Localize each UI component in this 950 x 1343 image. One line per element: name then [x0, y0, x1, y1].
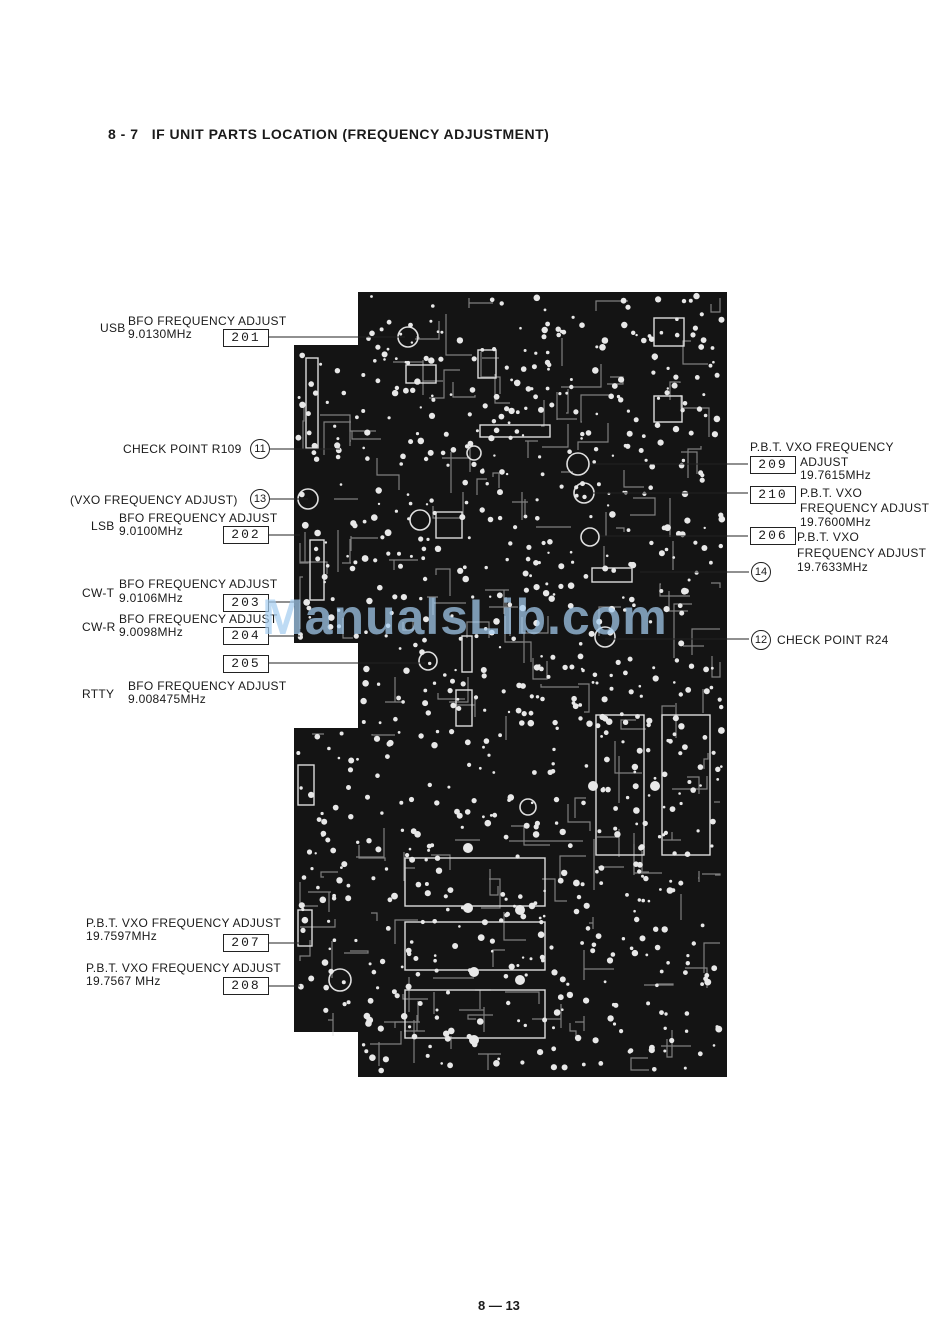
adjust-box-201: 201: [223, 329, 269, 347]
pbt-210-label: P.B.T. VXO: [800, 486, 863, 500]
adjust-box-202: 202: [223, 526, 269, 544]
check-point-r24-label: CHECK POINT R24: [777, 633, 889, 647]
marker-14: 14: [751, 562, 771, 582]
adjust-box-209: 209: [750, 456, 796, 474]
pbt-206-label: P.B.T. VXO: [797, 530, 860, 544]
pbt-208-label: P.B.T. VXO FREQUENCY ADJUST: [86, 961, 282, 975]
pbt-207-freq: 19.7597MHz: [86, 929, 158, 943]
lsb-mode-label: LSB: [91, 519, 115, 533]
cwr-bfo-freq: 9.0098MHz: [119, 625, 184, 639]
lsb-bfo-freq: 9.0100MHz: [119, 524, 184, 538]
lsb-bfo-label: BFO FREQUENCY ADJUST: [119, 511, 278, 525]
pbt-210-freq: 19.7600MHz: [800, 515, 872, 529]
section-title: IF UNIT PARTS LOCATION (FREQUENCY ADJUST…: [151, 126, 550, 142]
pbt-208-freq: 19.7567 MHz: [86, 974, 161, 988]
usb-bfo-label: BFO FREQUENCY ADJUST: [128, 314, 287, 328]
cwr-bfo-label: BFO FREQUENCY ADJUST: [119, 612, 278, 626]
pbt-206-label-2: FREQUENCY ADJUST: [797, 546, 927, 560]
section-heading: 8 - 7 IF UNIT PARTS LOCATION (FREQUENCY …: [108, 126, 549, 142]
check-point-12-marker: 12: [751, 630, 771, 650]
usb-mode-label: USB: [100, 321, 126, 335]
adjust-box-210: 210: [750, 486, 796, 504]
vxo-13-marker: 13: [250, 489, 270, 509]
usb-bfo-freq: 9.0130MHz: [128, 327, 193, 341]
pbt-209-label: ADJUST: [800, 455, 849, 469]
pcb-outline: [294, 292, 727, 1077]
vxo-frequency-adjust-label: (VXO FREQUENCY ADJUST): [70, 493, 238, 507]
adjust-box-205: 205: [223, 655, 269, 673]
pbt-207-label: P.B.T. VXO FREQUENCY ADJUST: [86, 916, 282, 930]
rtty-bfo-label: BFO FREQUENCY ADJUST: [128, 679, 287, 693]
rtty-bfo-freq: 9.008475MHz: [128, 692, 207, 706]
adjust-box-206: 206: [750, 527, 796, 545]
pbt-210-label-2: FREQUENCY ADJUST: [800, 501, 930, 515]
pbt-209-label-top: P.B.T. VXO FREQUENCY: [750, 440, 894, 454]
section-number: 8 - 7: [108, 126, 139, 142]
adjust-box-208: 208: [223, 977, 269, 995]
rtty-mode-label: RTTY: [82, 687, 115, 701]
cwt-mode-label: CW-T: [82, 586, 115, 600]
pbt-206-freq: 19.7633MHz: [797, 560, 869, 574]
adjust-box-207: 207: [223, 934, 269, 952]
page-number: 8 — 13: [478, 1298, 520, 1313]
cwt-bfo-label: BFO FREQUENCY ADJUST: [119, 577, 278, 591]
adjust-box-204: 204: [223, 627, 269, 645]
watermark: ManualsLib.com: [262, 589, 668, 645]
pbt-209-freq: 19.7615MHz: [800, 468, 872, 482]
check-point-11-marker: 11: [250, 439, 270, 459]
cwt-bfo-freq: 9.0106MHz: [119, 591, 184, 605]
check-point-r109-label: CHECK POINT R109: [123, 442, 242, 456]
adjust-box-203: 203: [223, 594, 269, 612]
cwr-mode-label: CW-R: [82, 620, 116, 634]
